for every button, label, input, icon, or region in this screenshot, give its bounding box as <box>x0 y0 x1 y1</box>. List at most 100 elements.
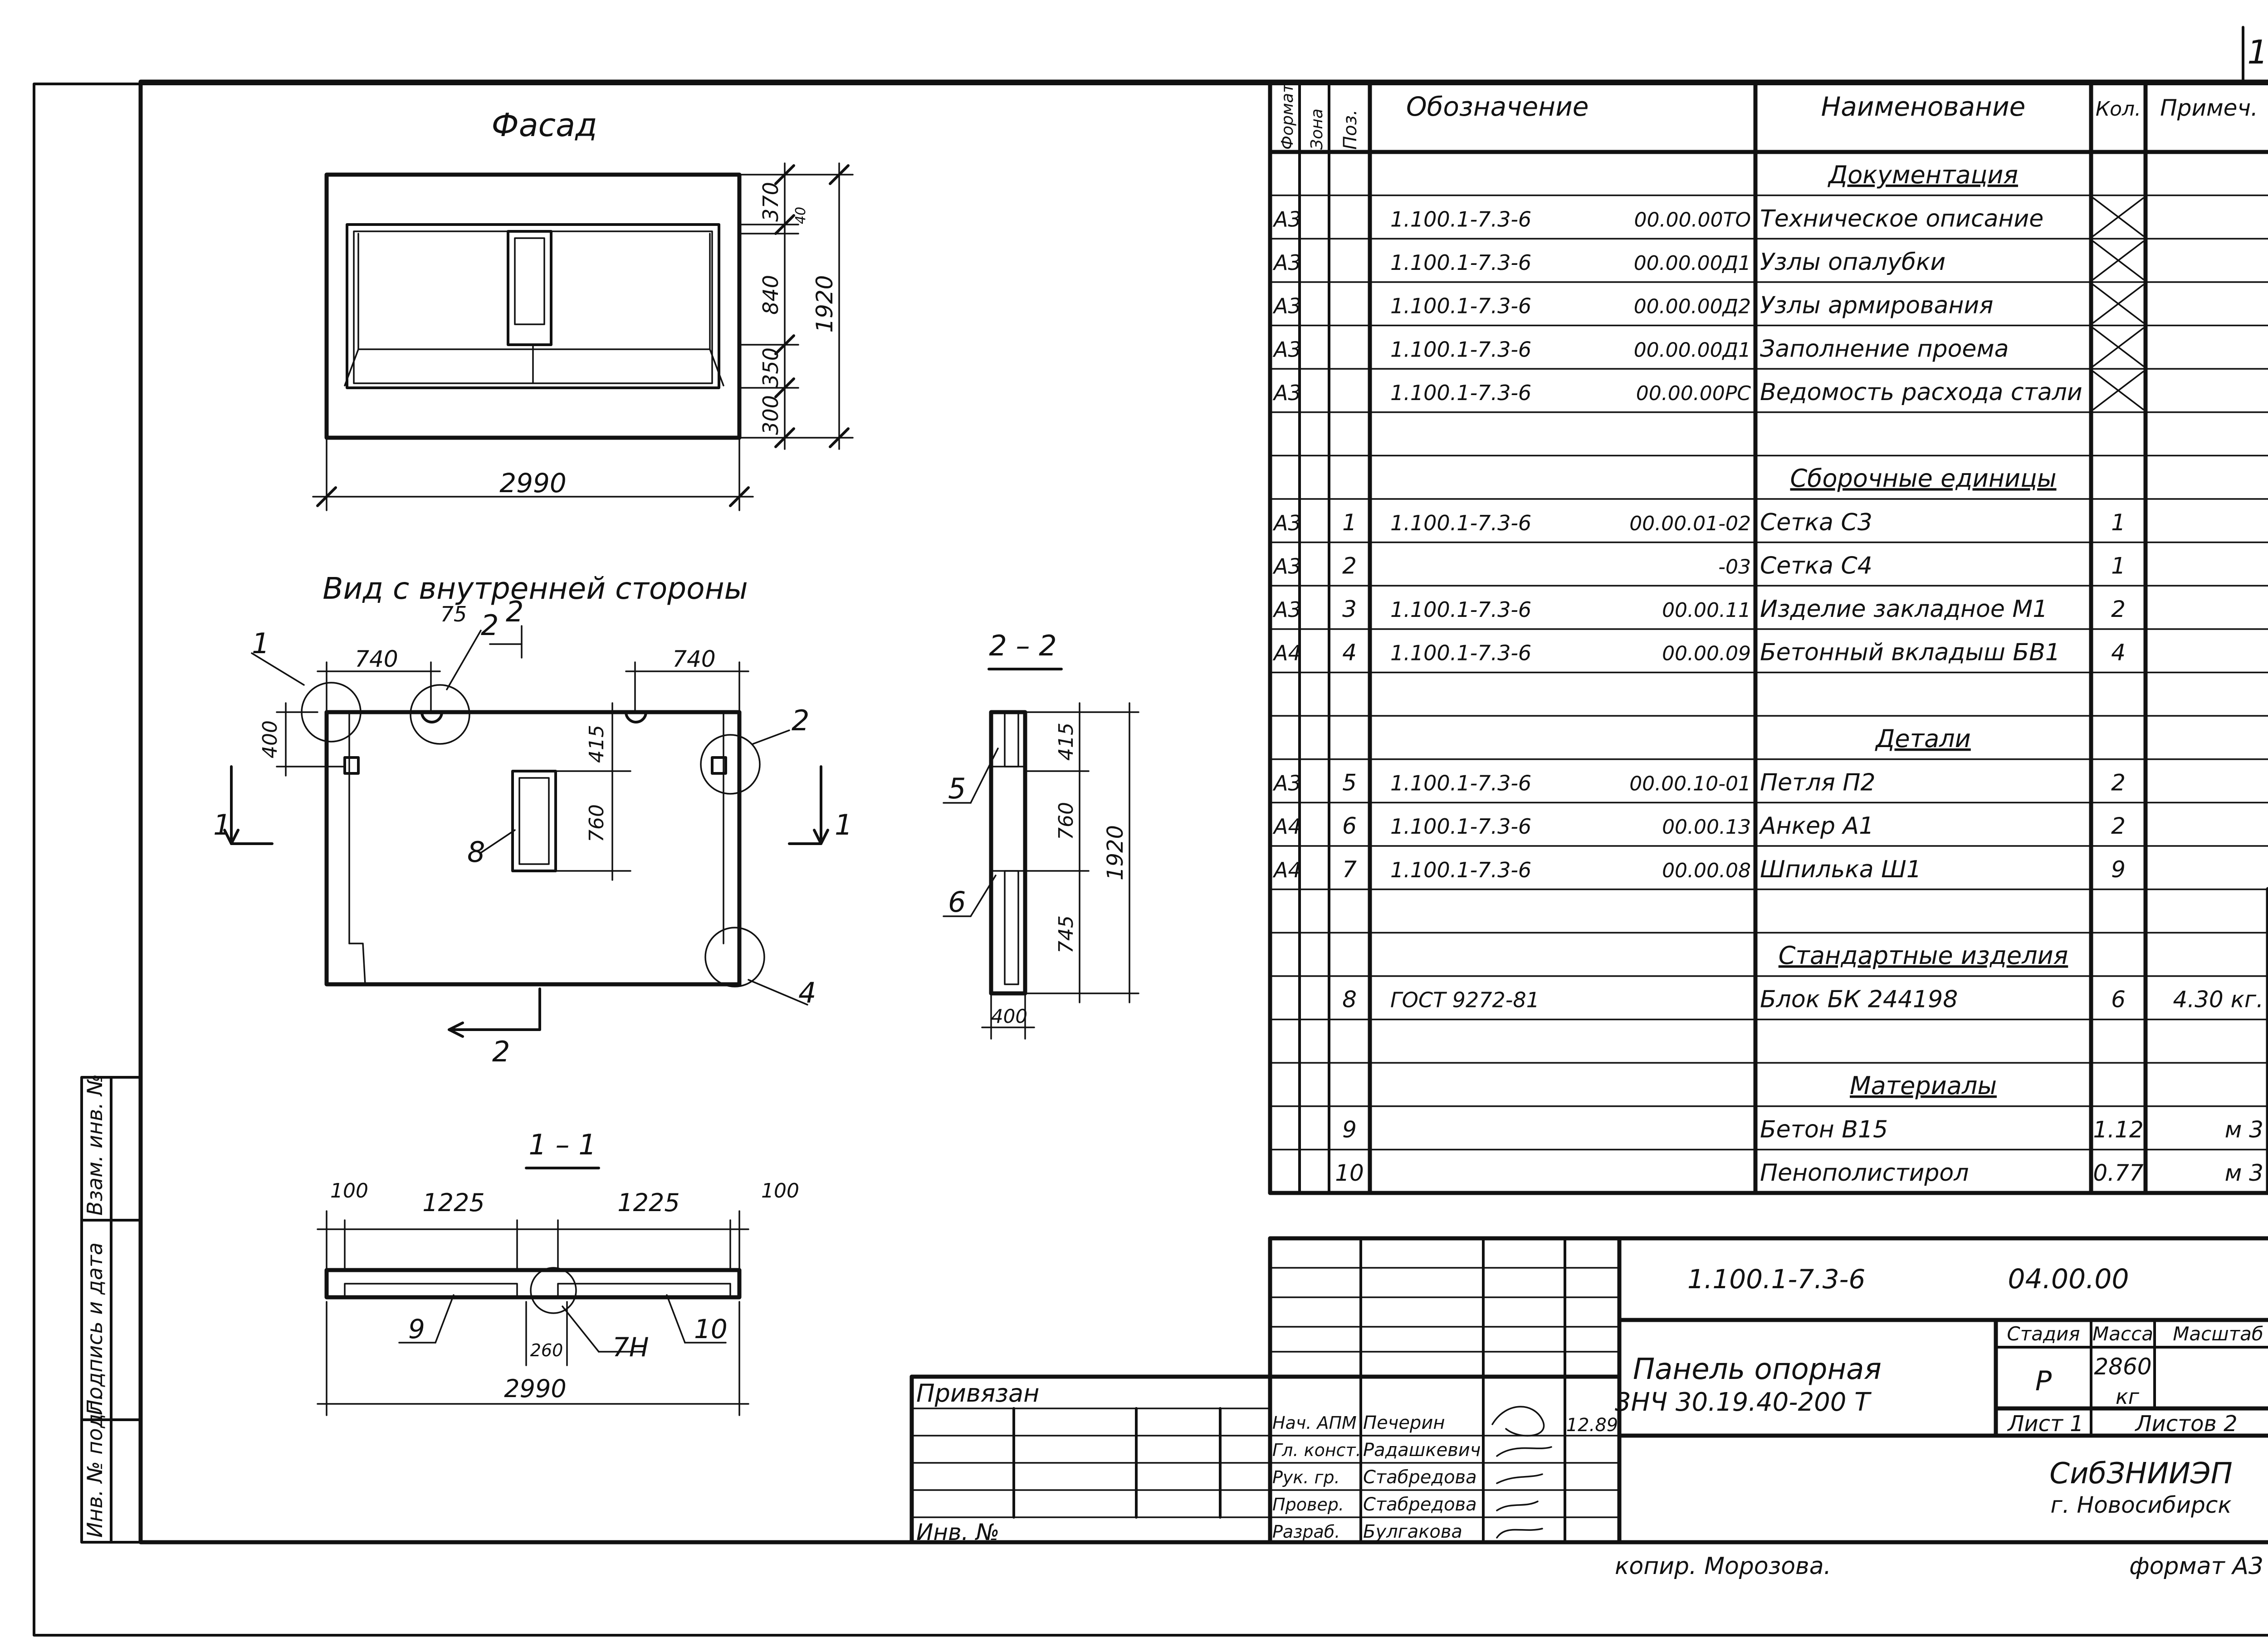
section-1-1-dim-260: 260 <box>530 1340 563 1360</box>
inner-dim-740-left: 740 <box>355 646 398 672</box>
side-stamp-inv-field: Инв. № подл. <box>83 1394 107 1538</box>
facade-dim-width: 2990 <box>499 468 567 499</box>
spec-qty-cross <box>2092 240 2144 280</box>
section-2-2-dim-745: 745 <box>1055 915 1078 953</box>
spec-cell-code: 00.00.13 <box>1662 816 1751 839</box>
section-2-2-dim-760: 760 <box>1055 802 1078 840</box>
callout-9: 9 <box>408 1314 425 1344</box>
section-1-1-dim-2990: 2990 <box>504 1374 566 1403</box>
spec-cell-code: 00.00.00Д2 <box>1634 295 1751 318</box>
title-inv-no-label: Инв. № <box>916 1519 999 1545</box>
spec-section-title: Материалы <box>1850 1071 1997 1100</box>
spec-cell-pos: 5 <box>1342 770 1357 796</box>
title-mass-label: Масса <box>2092 1323 2153 1345</box>
spec-cell-pos: 4 <box>1342 640 1357 666</box>
title-format: формат А3 <box>2129 1553 2263 1580</box>
section-2-2: 2 – 2 415 760 745 1920 400 5 6 <box>943 629 1139 1040</box>
spec-cell-pos: 8 <box>1342 987 1357 1013</box>
callout-6: 6 <box>948 885 966 919</box>
spec-header-name: Наименование <box>1821 91 2026 122</box>
inner-view-title: Вид с внутренней стороны <box>323 571 748 606</box>
signature-scribble <box>1491 1406 1552 1539</box>
spec-cell-format: А3 <box>1272 207 1301 231</box>
spec-header-zone: Зона <box>1308 108 1326 150</box>
inner-dim-740-right: 740 <box>672 646 715 672</box>
spec-cell-pos: 6 <box>1342 813 1357 839</box>
callout-10: 10 <box>694 1314 728 1344</box>
spec-qty-cross <box>2092 371 2144 411</box>
inner-dim-75: 75 <box>440 602 467 626</box>
spec-cell-qty: 2 <box>2111 596 2126 622</box>
title-mass-value: 2860 <box>2094 1354 2151 1380</box>
spec-cell-format: А4 <box>1272 641 1301 665</box>
facade-dim-350: 350 <box>758 347 783 387</box>
spec-cell-qty: 1 <box>2111 552 2126 579</box>
side-stamp-replace-field: Взам. инв. № <box>83 1074 107 1216</box>
spec-cell-format: А3 <box>1272 250 1301 275</box>
inner-dim-400: 400 <box>259 720 282 758</box>
section-2-2-title: 2 – 2 <box>989 629 1056 662</box>
title-block: 1.100.1-7.3-6 04.00.00 Панель опорная 3Н… <box>909 1236 2268 1580</box>
signature-role: Разраб. <box>1272 1522 1340 1542</box>
section-mark-1-left: 1 <box>213 808 231 841</box>
section-mark-2-bottom: 2 <box>492 1035 510 1068</box>
section-mark-1-right: 1 <box>835 808 852 841</box>
spec-cell-pos: 3 <box>1342 596 1357 622</box>
spec-cell-name: Бетонный вкладыш БВ1 <box>1760 639 2060 666</box>
signature-name: Булгакова <box>1363 1521 1462 1542</box>
facade-dim-1920: 1920 <box>811 275 838 332</box>
spec-cell-format: А4 <box>1272 858 1301 882</box>
spec-qty-cross <box>2092 327 2144 367</box>
spec-cell-code: 00.00.00РС <box>1636 382 1751 405</box>
spec-cell-designation: 1.100.1-7.3-6 <box>1390 337 1531 362</box>
spec-cell-name: Изделие закладное М1 <box>1760 596 2048 623</box>
spec-cell-designation: 1.100.1-7.3-6 <box>1390 597 1531 622</box>
facade-view: Фасад 2990 370 40 840 350 300 <box>312 107 854 511</box>
spec-cell-designation: 1.100.1-7.3-6 <box>1390 511 1531 535</box>
title-org-line1: СибЗНИИЭП <box>2049 1457 2232 1491</box>
spec-cell-designation: 1.100.1-7.3-6 <box>1390 771 1531 796</box>
spec-cell-code: 00.00.00Д1 <box>1634 338 1751 362</box>
spec-cell-format: А3 <box>1272 554 1301 578</box>
spec-qty-cross <box>2092 284 2144 324</box>
spec-cell-qty: 1.12 <box>2093 1117 2143 1143</box>
facade-dim-840: 840 <box>758 275 783 315</box>
spec-cell-designation: 1.100.1-7.3-6 <box>1390 858 1531 882</box>
spec-cell-name: Шпилька Ш1 <box>1760 856 1921 883</box>
title-bound-label: Привязан <box>916 1379 1039 1408</box>
spec-cell-name: Блок БК 244198 <box>1760 986 1958 1013</box>
spec-cell-format: А3 <box>1272 511 1301 535</box>
spec-cell-designation: 1.100.1-7.3-6 <box>1390 207 1531 231</box>
spec-header-qty: Кол. <box>2096 98 2141 121</box>
spec-cell-note: 4.30 кг. <box>2173 987 2263 1013</box>
spec-cell-format: А3 <box>1272 597 1301 622</box>
spec-cell-note: м 3 <box>2225 1160 2263 1186</box>
outer-frame <box>33 83 2268 1637</box>
spec-section-title: Стандартные изделия <box>1779 941 2068 970</box>
title-stage-value: Р <box>2035 1365 2052 1397</box>
spec-cell-designation: 1.100.1-7.3-6 <box>1390 381 1531 405</box>
section-1-1-dim-100-right: 100 <box>761 1179 799 1202</box>
spec-cell-format: А3 <box>1272 294 1301 318</box>
title-mass-unit: кг <box>2116 1384 2140 1409</box>
spec-cell-name: Узлы армирования <box>1760 292 1993 319</box>
spec-section-title: Документация <box>1828 161 2018 189</box>
spec-cell-name: Ведомость расхода стали <box>1760 379 2082 406</box>
spec-cell-name: Заполнение проема <box>1760 335 2009 362</box>
section-1-1-dim-1225-left: 1225 <box>422 1188 484 1217</box>
spec-cell-qty: 4 <box>2111 640 2126 666</box>
signature-role: Гл. конст. <box>1272 1440 1361 1460</box>
spec-cell-qty: 6 <box>2111 987 2126 1013</box>
spec-cell-code: 00.00.11 <box>1662 599 1751 622</box>
section-2-2-dim-400: 400 <box>991 1005 1027 1027</box>
signature-name: Стабредова <box>1363 1494 1477 1515</box>
spec-cell-name: Сетка С3 <box>1760 509 1872 536</box>
signature-name: Радашкевич <box>1363 1440 1481 1461</box>
section-mark-2-top: 2 <box>506 595 523 628</box>
facade-dim-300: 300 <box>758 395 783 435</box>
section-2-2-dim-415: 415 <box>1055 723 1078 761</box>
spec-cell-code: 00.00.00Д1 <box>1634 252 1751 275</box>
spec-cell-format: А3 <box>1272 381 1301 405</box>
title-date: 12.89 <box>1566 1415 1618 1436</box>
